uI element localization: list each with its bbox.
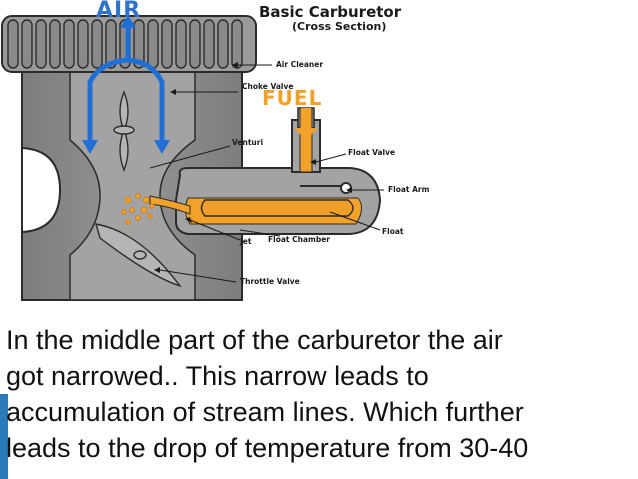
- air-flow-arrows: [87, 25, 165, 142]
- label-air-cleaner: Air Cleaner: [276, 60, 323, 69]
- fuel-droplets: [121, 193, 155, 225]
- float: [200, 199, 354, 217]
- slide-accent-bar: [0, 394, 8, 479]
- air-label: AIR: [96, 0, 142, 23]
- caption-line-1: In the middle part of the carburetor the…: [6, 325, 503, 355]
- diagram-subtitle: (Cross Section): [292, 20, 387, 33]
- label-throttle-valve: Throttle Valve: [240, 277, 300, 286]
- caption-text: In the middle part of the carburetor the…: [6, 322, 634, 466]
- fuel-label: FUEL: [262, 86, 323, 110]
- caption-line-4: leads to the drop of temperature from 30…: [6, 433, 529, 463]
- caption-line-3: accumulation of stream lines. Which furt…: [6, 397, 524, 427]
- label-float-valve: Float Valve: [348, 148, 395, 157]
- choke-valve: [113, 90, 135, 172]
- label-float: Float: [382, 227, 404, 236]
- caption-line-2: got narrowed.. This narrow leads to: [6, 361, 429, 391]
- label-jet: Jet: [239, 237, 252, 246]
- diagram-title: Basic Carburetor: [259, 3, 402, 21]
- label-choke-valve: Choke Valve: [242, 82, 293, 91]
- fuel-arrow: [294, 108, 318, 140]
- leader-lines: [149, 64, 384, 283]
- air-cleaner: [1, 15, 257, 73]
- label-float-chamber: Float Chamber: [268, 235, 330, 244]
- label-float-arm: Float Arm: [388, 185, 430, 194]
- label-venturi: Venturi: [232, 138, 263, 147]
